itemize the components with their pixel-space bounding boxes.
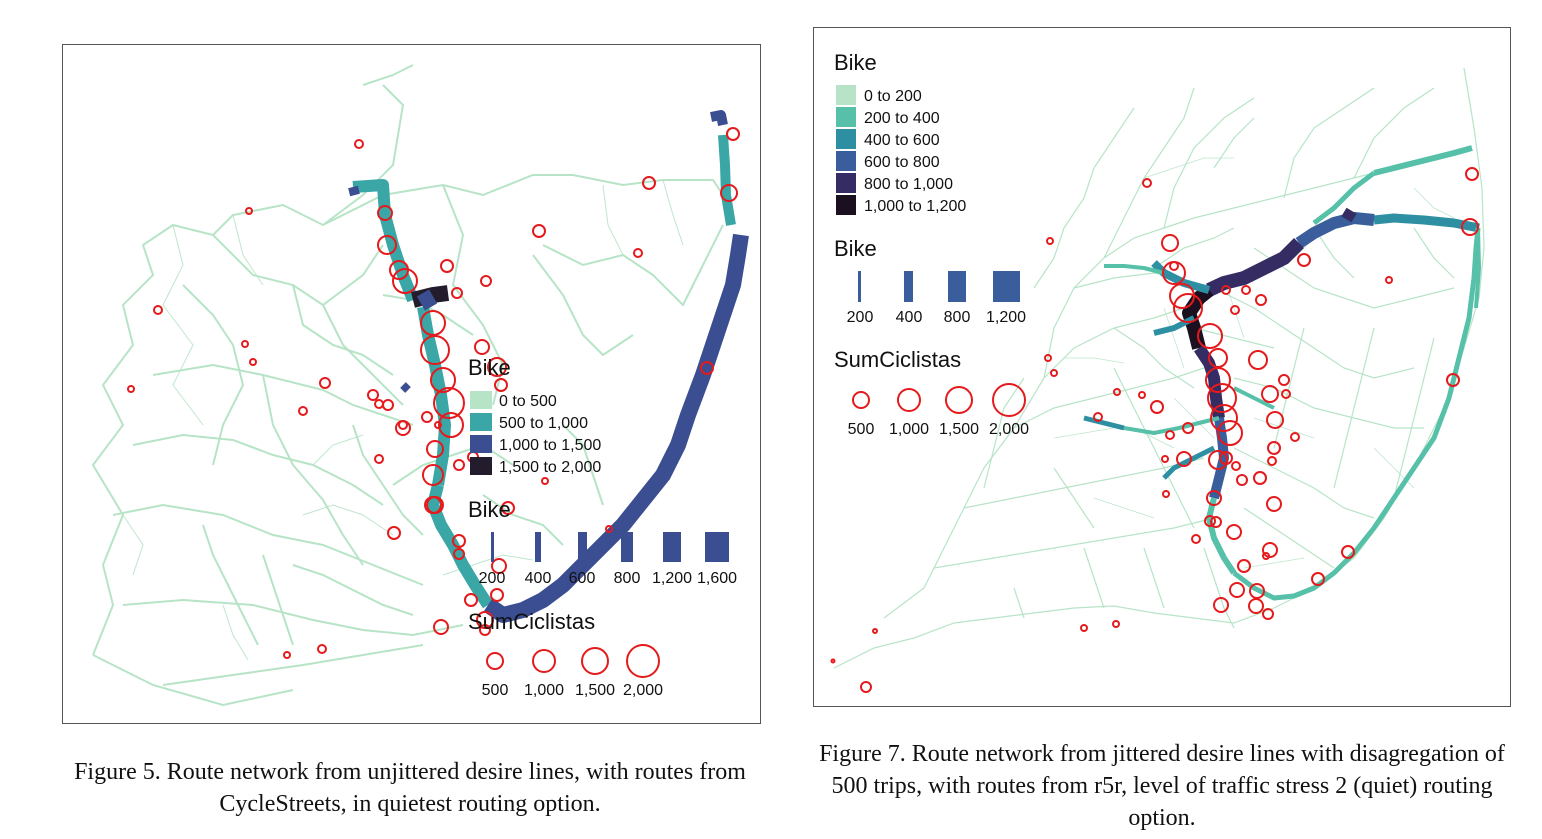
fig5-width-bar-2 (535, 532, 541, 562)
fig7-legend-fill-title: Bike (834, 50, 877, 75)
fig5-circle-label-4: 2,000 (623, 682, 663, 699)
fig5-circle-key-2 (532, 649, 556, 673)
fig7-legend-circles-title: SumCiclistas (834, 347, 961, 372)
fig5-minor-network (122, 179, 684, 661)
fig5-width-label-2: 400 (525, 570, 552, 587)
fig5-width-label-1: 200 (479, 570, 506, 587)
fig7-circle-label-4: 2,000 (989, 421, 1029, 438)
fig7-circle-key-4 (992, 383, 1026, 417)
fig7-circle-label-1: 500 (848, 421, 875, 438)
fig7-legend-label-1: 0 to 200 (864, 88, 922, 105)
fig5-legend-swatch-2 (470, 413, 492, 431)
fig7-circle-key-1 (852, 391, 870, 409)
figure-7-map: Bike 0 to 200 200 to 400 400 to 600 600 … (830, 50, 1485, 693)
fig7-legend-swatch-1 (836, 85, 856, 105)
fig5-circle-key-3 (581, 647, 609, 675)
fig5-width-bar-1 (491, 532, 494, 562)
fig7-width-label-1: 200 (847, 309, 874, 326)
fig7-legend-width-title: Bike (834, 236, 877, 261)
fig7-circle-key-3 (945, 386, 973, 414)
fig5-circle-label-3: 1,500 (575, 682, 615, 699)
fig5-sumciclistas-circles (127, 127, 740, 659)
fig7-legend-label-3: 400 to 600 (864, 132, 940, 149)
fig5-legend-circles: SumCiclistas 500 1,000 1,500 2,000 (468, 609, 663, 699)
fig5-legend-width: Bike 200 400 600 800 1,200 1,600 (468, 497, 737, 587)
fig7-width-label-2: 400 (896, 309, 923, 326)
fig5-legend-width-title: Bike (468, 497, 511, 522)
fig5-main-routes (348, 110, 749, 623)
fig7-width-label-3: 800 (944, 309, 971, 326)
fig7-circle-label-2: 1,000 (889, 421, 929, 438)
fig7-width-bar-2 (904, 271, 913, 302)
fig7-legend-swatch-3 (836, 129, 856, 149)
fig7-legend-label-6: 1,000 to 1,200 (864, 198, 966, 215)
fig7-legend-swatch-2 (836, 107, 856, 127)
fig5-legend-swatch-4 (470, 457, 492, 475)
fig7-legend-fill: Bike 0 to 200 200 to 400 400 to 600 600 … (834, 50, 966, 215)
fig7-legend-swatch-5 (836, 173, 856, 193)
fig5-legend-label-2: 500 to 1,000 (499, 415, 588, 432)
fig5-width-bar-4 (621, 532, 633, 562)
fig5-circle-key-1 (486, 652, 504, 670)
fig5-legend-fill: Bike 0 to 500 500 to 1,000 1,000 to 1,50… (468, 355, 601, 476)
fig5-background-network (91, 64, 724, 707)
fig5-circle-label-2: 1,000 (524, 682, 564, 699)
fig5-width-label-5: 1,200 (652, 570, 692, 587)
fig5-width-label-6: 1,600 (697, 570, 737, 587)
fig7-width-label-4: 1,200 (986, 309, 1026, 326)
fig5-legend-label-3: 1,000 to 1,500 (499, 437, 601, 454)
fig7-sumciclistas-circles (830, 167, 1479, 693)
figure-7-caption: Figure 7. Route network from jittered de… (819, 741, 1505, 831)
figure-5-caption: Figure 5. Route network from unjittered … (74, 759, 746, 817)
fig5-legend-swatch-1 (470, 391, 492, 409)
fig5-legend-label-1: 0 to 500 (499, 393, 557, 410)
fig7-circle-key-2 (897, 388, 921, 412)
fig7-legend-label-4: 600 to 800 (864, 154, 940, 171)
fig7-legend-label-5: 800 to 1,000 (864, 176, 953, 193)
figure-5-map: Bike 0 to 500 500 to 1,000 1,000 to 1,50… (91, 64, 749, 707)
fig7-width-bar-3 (948, 271, 966, 302)
fig5-legend-circles-title: SumCiclistas (468, 609, 595, 634)
fig5-width-label-4: 800 (614, 570, 641, 587)
figure-5-map-panel: Bike 0 to 500 500 to 1,000 1,000 to 1,50… (62, 44, 761, 724)
fig7-legend-width: Bike 200 400 800 1,200 (834, 236, 1026, 326)
fig7-width-bar-4 (993, 271, 1020, 302)
fig7-main-routes (1083, 145, 1481, 601)
fig7-circle-label-3: 1,500 (939, 421, 979, 438)
figure-7-map-panel: Bike 0 to 200 200 to 400 400 to 600 600 … (813, 27, 1511, 707)
fig5-circle-label-1: 500 (482, 682, 509, 699)
fig7-legend-swatch-6 (836, 195, 856, 215)
fig5-width-bar-3 (578, 532, 587, 562)
fig5-width-bar-5 (663, 532, 681, 562)
fig5-legend-fill-title: Bike (468, 355, 511, 380)
fig5-width-bar-6 (705, 532, 729, 562)
fig5-circle-key-4 (626, 644, 660, 678)
fig7-legend-label-2: 200 to 400 (864, 110, 940, 127)
fig5-legend-swatch-3 (470, 435, 492, 453)
fig7-legend-circles: SumCiclistas 500 1,000 1,500 2,000 (834, 347, 1029, 438)
fig5-width-label-3: 600 (569, 570, 596, 587)
fig5-legend-label-4: 1,500 to 2,000 (499, 459, 601, 476)
fig7-legend-swatch-4 (836, 151, 856, 171)
fig7-width-bar-1 (858, 271, 861, 302)
